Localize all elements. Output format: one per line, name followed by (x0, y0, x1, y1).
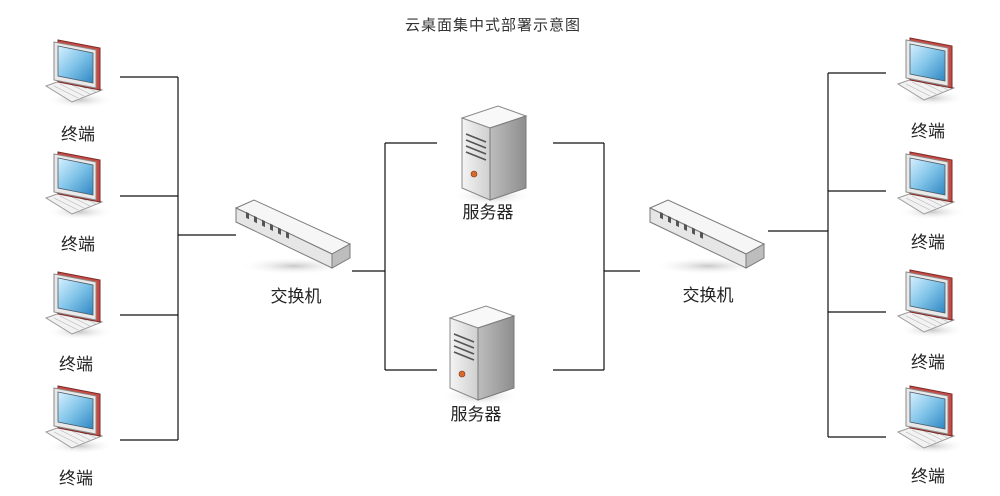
monitor-icon (897, 269, 967, 339)
right-terminal-links (768, 72, 886, 438)
switch-icon (235, 199, 351, 276)
monitor-icon (897, 151, 967, 221)
terminal-right-1: 终端 (897, 37, 967, 142)
switch-left: 交换机 (235, 199, 351, 307)
monitor-icon (45, 385, 115, 455)
switch-label: 交换机 (271, 287, 322, 307)
terminal-label: 终端 (61, 235, 95, 255)
terminal-label: 终端 (911, 467, 945, 487)
server-bottom: 服务器 (439, 305, 521, 425)
left-terminal-links (120, 76, 236, 441)
switch-right: 交换机 (649, 199, 765, 306)
terminal-label: 终端 (911, 233, 945, 253)
monitor-icon (897, 37, 967, 107)
server-label: 服务器 (463, 203, 514, 223)
server-label: 服务器 (451, 405, 502, 425)
terminal-right-4: 终端 (897, 385, 967, 487)
terminal-right-3: 终端 (897, 269, 967, 373)
terminal-left-2: 终端 (45, 151, 115, 255)
terminal-label: 终端 (59, 355, 93, 375)
terminal-left-4: 终端 (45, 385, 115, 489)
diagram-title: 云桌面集中式部署示意图 (405, 16, 581, 34)
terminal-right-2: 终端 (897, 151, 967, 253)
terminal-left-3: 终端 (45, 271, 115, 375)
server-icon (451, 105, 533, 207)
monitor-icon (897, 385, 967, 455)
server-top: 服务器 (451, 105, 533, 223)
monitor-icon (45, 151, 115, 221)
switch-icon (649, 199, 765, 276)
monitor-icon (45, 39, 115, 109)
terminal-left-1: 终端 (45, 39, 115, 145)
terminal-label: 终端 (911, 122, 945, 142)
switch-label: 交换机 (683, 286, 734, 306)
terminal-label: 终端 (911, 353, 945, 373)
monitor-icon (45, 271, 115, 341)
server-icon (439, 305, 521, 407)
terminal-label: 终端 (61, 125, 95, 145)
left-switch-server-links (352, 142, 437, 371)
right-switch-server-links (553, 142, 640, 371)
terminal-label: 终端 (59, 469, 93, 489)
